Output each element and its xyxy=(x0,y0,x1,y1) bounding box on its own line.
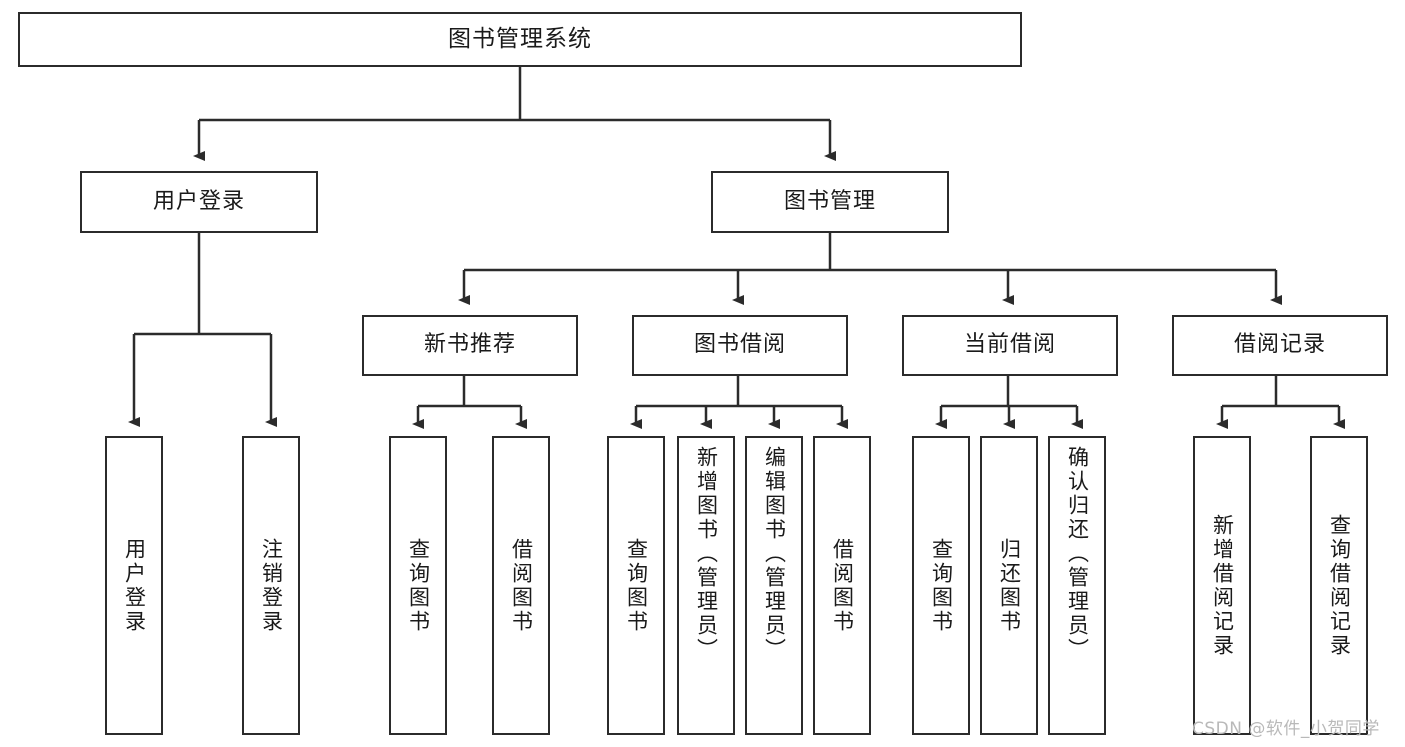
node-book-manage[interactable]: 图书管理 xyxy=(711,171,949,233)
node-book-borrow-label: 图书借阅 xyxy=(693,332,786,358)
csdn-watermark: CSDN @软件_小贺同学 xyxy=(1192,719,1380,739)
node-leaf-borrow-book-1[interactable]: 借阅图书 xyxy=(492,436,550,735)
node-leaf-borrow-book-1-label: 借阅图书 xyxy=(509,537,534,634)
node-book-borrow[interactable]: 图书借阅 xyxy=(632,315,848,376)
node-leaf-borrow-book-2[interactable]: 借阅图书 xyxy=(813,436,871,735)
node-leaf-edit-book[interactable]: 编辑图书（管理员） xyxy=(745,436,803,735)
node-current-borrow[interactable]: 当前借阅 xyxy=(902,315,1118,376)
node-leaf-query-record-label: 查询借阅记录 xyxy=(1327,513,1352,658)
node-leaf-logout[interactable]: 注销登录 xyxy=(242,436,300,735)
node-leaf-edit-book-label: 编辑图书（管理员） xyxy=(762,446,787,662)
node-leaf-query-book-3-label: 查询图书 xyxy=(929,537,954,634)
node-leaf-add-book-label: 新增图书（管理员） xyxy=(694,446,719,662)
node-new-book-rec-label: 新书推荐 xyxy=(423,332,516,358)
node-leaf-user-login[interactable]: 用户登录 xyxy=(105,436,163,735)
node-leaf-query-book-2[interactable]: 查询图书 xyxy=(607,436,665,735)
node-leaf-user-login-label: 用户登录 xyxy=(122,537,147,634)
node-leaf-add-record-label: 新增借阅记录 xyxy=(1210,513,1235,658)
node-current-borrow-label: 当前借阅 xyxy=(963,332,1056,358)
node-leaf-query-book-2-label: 查询图书 xyxy=(624,537,649,634)
node-user-login-label: 用户登录 xyxy=(152,188,245,214)
node-borrow-record-label: 借阅记录 xyxy=(1233,332,1326,358)
node-leaf-return-book-label: 归还图书 xyxy=(997,537,1022,634)
node-book-manage-label: 图书管理 xyxy=(783,188,876,214)
node-root-label: 图书管理系统 xyxy=(448,25,592,52)
node-leaf-add-record[interactable]: 新增借阅记录 xyxy=(1193,436,1251,735)
node-leaf-query-record[interactable]: 查询借阅记录 xyxy=(1310,436,1368,735)
node-user-login[interactable]: 用户登录 xyxy=(80,171,318,233)
node-leaf-add-book[interactable]: 新增图书（管理员） xyxy=(677,436,735,735)
node-borrow-record[interactable]: 借阅记录 xyxy=(1172,315,1388,376)
node-leaf-query-book-1[interactable]: 查询图书 xyxy=(389,436,447,735)
node-leaf-query-book-1-label: 查询图书 xyxy=(406,537,431,634)
node-root[interactable]: 图书管理系统 xyxy=(18,12,1022,67)
node-leaf-logout-label: 注销登录 xyxy=(259,537,284,634)
node-leaf-confirm-return[interactable]: 确认归还（管理员） xyxy=(1048,436,1106,735)
node-leaf-return-book[interactable]: 归还图书 xyxy=(980,436,1038,735)
node-leaf-confirm-return-label: 确认归还（管理员） xyxy=(1065,446,1090,662)
node-leaf-query-book-3[interactable]: 查询图书 xyxy=(912,436,970,735)
node-new-book-rec[interactable]: 新书推荐 xyxy=(362,315,578,376)
node-leaf-borrow-book-2-label: 借阅图书 xyxy=(830,537,855,634)
